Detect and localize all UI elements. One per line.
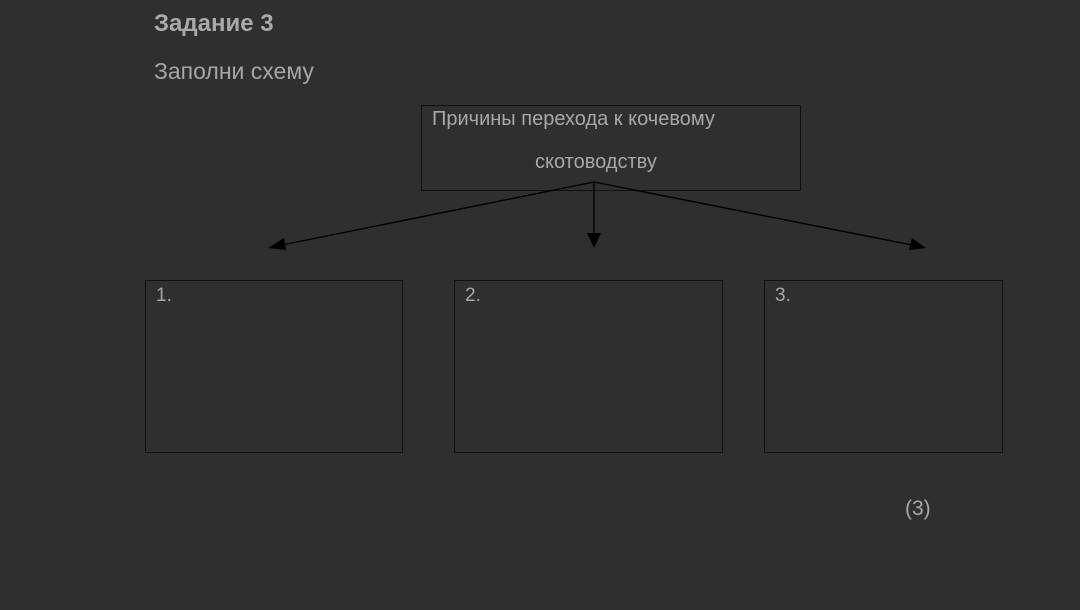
answer-box-3-label: 3. — [775, 285, 791, 306]
answer-box-1[interactable]: 1. — [145, 280, 403, 453]
arrow-to-box-1 — [268, 181, 595, 250]
answer-box-3[interactable]: 3. — [764, 280, 1003, 453]
arrow-to-box-2 — [587, 182, 601, 248]
center-box-text-line2: скотоводству — [535, 151, 657, 173]
answer-box-1-label: 1. — [156, 285, 172, 306]
center-box: Причины перехода к кочевому скотоводству — [421, 105, 801, 191]
answer-box-2[interactable]: 2. — [454, 280, 723, 453]
center-box-text-line1: Причины перехода к кочевому — [432, 108, 715, 130]
task-instruction: Заполни схему — [154, 58, 314, 84]
task-title: Задание 3 — [154, 10, 274, 37]
arrow-to-box-3 — [593, 181, 926, 250]
score-points: (3) — [905, 497, 931, 520]
answer-box-2-label: 2. — [465, 285, 481, 306]
